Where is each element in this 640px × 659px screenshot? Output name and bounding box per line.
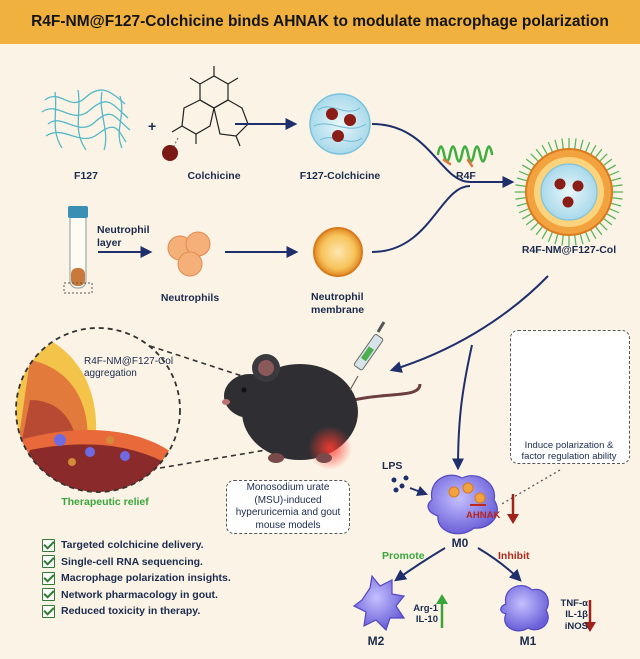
label-m1: M1 [519, 634, 537, 648]
joint-tissue-icon [15, 327, 181, 493]
checkmark-icon [42, 555, 55, 568]
arrow-to-m0 [452, 344, 473, 471]
arrow-membrane-merge [371, 185, 471, 253]
checklist-item: Single-cell RNA sequencing. [42, 554, 231, 570]
benefits-checklist: Targeted colchicine delivery. Single-cell… [42, 537, 231, 620]
mouse-icon [222, 354, 422, 470]
label-aggregation: R4F-NM@F127-Col aggregation [84, 356, 174, 379]
label-neutrophil-layer: Neutrophil layer [97, 224, 150, 249]
inset-caption: Induce polarization & factor regulation … [521, 440, 617, 463]
label-m1-markers: TNF-α IL-1β iNOS [560, 598, 588, 632]
figure-title: R4F-NM@F127-Colchicine binds AHNAK to mo… [31, 13, 609, 30]
label-ahnak: AHNAK [466, 510, 501, 521]
checklist-item-text: Reduced toxicity in therapy. [61, 605, 201, 617]
micelle-icon [309, 93, 371, 155]
r4f-peptide-icon [436, 145, 494, 168]
syringe-icon [349, 321, 386, 391]
checkmark-icon [42, 571, 55, 585]
label-m0: M0 [451, 536, 469, 550]
inset-panel [510, 330, 630, 464]
msu-model-text: Monosodium urate (MSU)-induced hyperuric… [235, 482, 341, 531]
label-m2-markers: Arg-1 IL-10 [413, 603, 438, 626]
checklist-item-text: Network pharmacology in gout. [61, 588, 218, 601]
label-neutrophils: Neutrophils [160, 292, 220, 304]
arrow-m0-to-m1 [477, 547, 522, 582]
checklist-item: Targeted colchicine delivery. [42, 537, 231, 553]
lps-particles-icon [391, 475, 409, 493]
checklist-item-text: Macrophage polarization insights. [61, 572, 231, 584]
label-m2: M2 [367, 634, 385, 648]
label-promote: Promote [382, 550, 425, 562]
macrophage-icon [427, 474, 498, 535]
checklist-item: Reduced toxicity in therapy. [42, 603, 231, 619]
label-f127: F127 [74, 170, 98, 182]
label-neutrophil-membrane: Neutrophil membrane [311, 291, 365, 316]
checkmark-icon [42, 538, 55, 552]
label-f127-colchicine: F127-Colchicine [299, 170, 381, 182]
m1-macrophage-icon [500, 585, 549, 632]
inset-callout-line [499, 469, 561, 506]
arrow-m0-to-m2 [394, 547, 446, 582]
arrow-nanoparticle-to-mouse [389, 275, 549, 373]
label-inhibit: Inhibit [498, 550, 530, 562]
title-banner: R4F-NM@F127-Colchicine binds AHNAK to mo… [0, 0, 640, 44]
label-therapeutic-relief: Therapeutic relief [61, 496, 149, 508]
label-lps: LPS [382, 460, 403, 472]
checklist-item-text: Single-cell RNA sequencing. [61, 555, 203, 568]
colchicine-drug-dot [162, 145, 178, 161]
label-r4f-nm-col: R4F-NM@F127-Col [521, 244, 617, 256]
checklist-item: Macrophage polarization insights. [42, 570, 231, 586]
checklist-item: Network pharmacology in gout. [42, 587, 231, 603]
checklist-item-text: Targeted colchicine delivery. [61, 539, 204, 551]
label-plus: + [148, 118, 157, 134]
label-r4f: R4F [456, 170, 476, 182]
nanoparticle-icon [515, 138, 623, 246]
checkmark-icon [42, 604, 55, 618]
colchicine-molecule-icon [171, 66, 249, 151]
arrow-lps-to-m0 [409, 485, 429, 497]
blood-tube-icon [63, 206, 93, 294]
msu-model-box: Monosodium urate (MSU)-induced hyperuric… [226, 480, 350, 534]
polymer-mesh-icon [41, 89, 131, 151]
neutrophil-cells-icon [167, 231, 211, 277]
arrow-micelle-to-nanoparticle [371, 123, 515, 188]
checkmark-icon [42, 588, 55, 601]
m2-macrophage-icon [352, 574, 406, 632]
membrane-vesicle-icon [313, 227, 363, 277]
label-colchicine: Colchicine [187, 170, 241, 182]
